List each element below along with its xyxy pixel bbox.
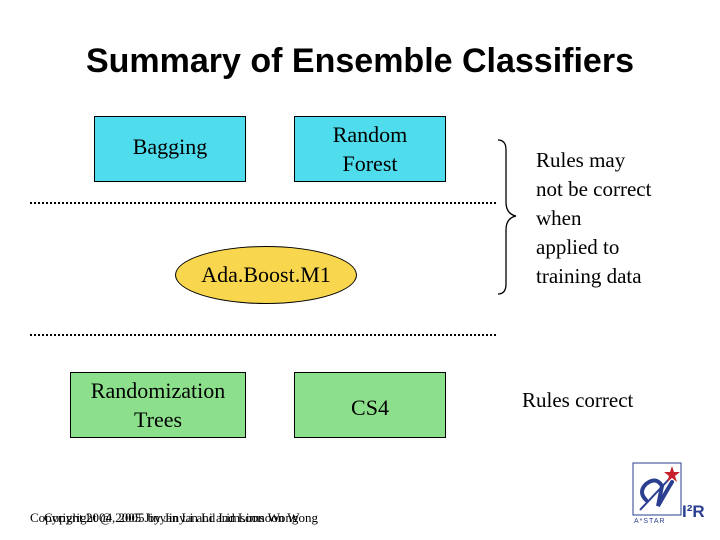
slide-title: Summary of Ensemble Classifiers: [85, 42, 634, 80]
adaboost-label: Ada.Boost.M1: [201, 262, 331, 287]
rules-may-not-note: Rules may not be correct when applied to…: [536, 146, 706, 291]
note-line-1: Rules may: [536, 148, 626, 172]
copyright-line-2: Copyright @ 2005 Jinyan Li and Limsoon W…: [44, 510, 299, 525]
note-line-4: applied to: [536, 235, 620, 259]
i2r-text: I²R: [682, 502, 705, 521]
note-line-5: training data: [536, 264, 642, 288]
divider-bottom: [30, 334, 496, 336]
randomization-trees-label-line1: Randomization: [90, 378, 226, 403]
randomization-trees-box: Randomization Trees: [70, 372, 246, 438]
cs4-label: CS4: [351, 394, 389, 420]
astar-text: A*STAR: [634, 518, 666, 525]
adaboost-ellipse: Ada.Boost.M1: [175, 246, 357, 304]
astar-i2r-logo: A*STAR I²R: [632, 462, 712, 532]
random-forest-label-line1: Random: [332, 122, 408, 147]
bagging-label: Bagging: [132, 133, 208, 159]
copyright-line-1: Copyright 2004, 2005 by Jinyan Li and Li…: [30, 510, 318, 525]
random-forest-box: Random Forest: [294, 116, 446, 182]
note-line-2: not be correct: [536, 177, 652, 201]
cs4-box: CS4: [294, 372, 446, 438]
random-forest-label-line2: Forest: [342, 151, 398, 176]
note-line-3: when: [536, 206, 582, 230]
divider-top: [30, 202, 496, 204]
astar-logo-icon: [632, 462, 682, 516]
right-brace-icon: [497, 139, 517, 295]
rules-correct-note: Rules correct: [522, 388, 634, 412]
randomization-trees-label-line2: Trees: [133, 407, 183, 432]
bagging-box: Bagging: [94, 116, 246, 182]
